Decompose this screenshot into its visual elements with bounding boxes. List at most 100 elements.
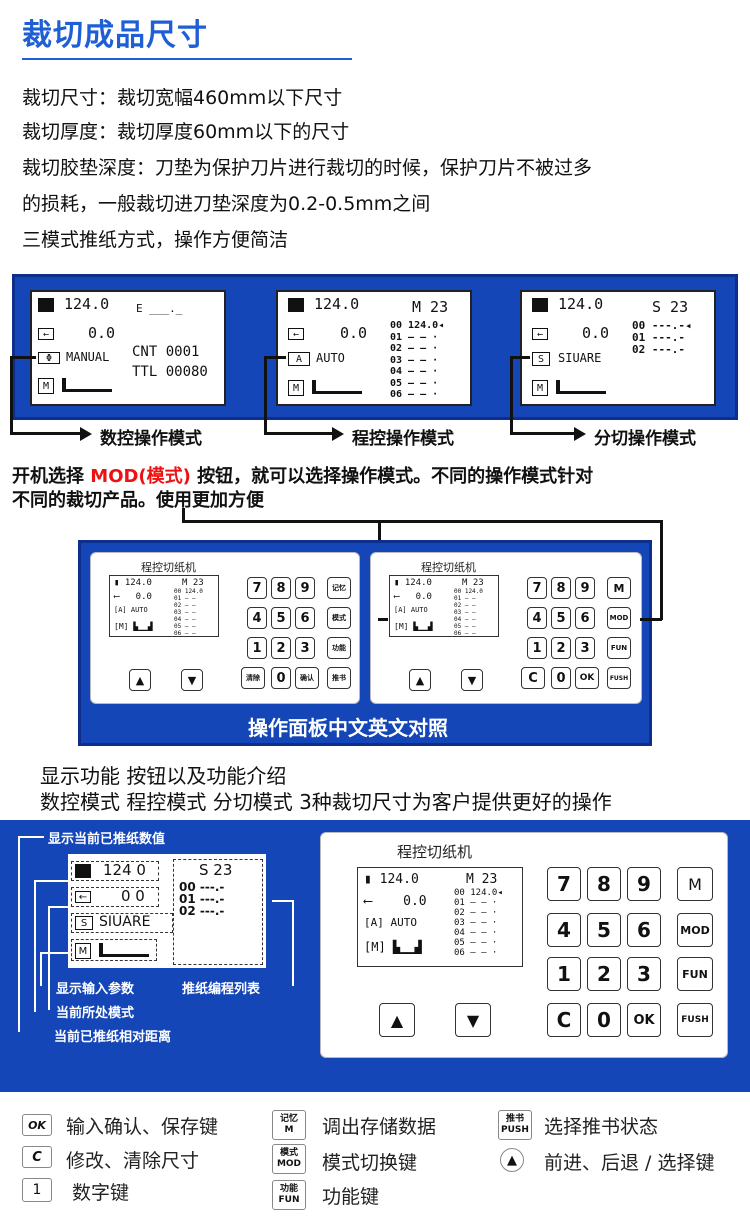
- key-8[interactable]: 8: [587, 867, 621, 901]
- connector: [10, 356, 36, 359]
- page-title: 裁切成品尺寸: [22, 18, 208, 53]
- key-7[interactable]: 7: [547, 867, 581, 901]
- callout-relative-distance: 当前已推纸相对距离: [54, 1030, 172, 1045]
- split-list: 00 ---.-◂ 01 ---.- 02 ---.-: [632, 319, 692, 356]
- key-2[interactable]: 2: [271, 637, 291, 659]
- key-3[interactable]: 3: [295, 637, 315, 659]
- key-4[interactable]: 4: [247, 607, 267, 629]
- key-4[interactable]: 4: [527, 607, 547, 629]
- key-2[interactable]: 2: [587, 957, 621, 991]
- connector: [378, 618, 388, 621]
- legend-arrow-text: 前进、后退 / 选择键: [544, 1152, 715, 1174]
- down-button[interactable]: ▼: [455, 1003, 491, 1037]
- key-0[interactable]: 0: [271, 667, 291, 689]
- key-clear[interactable]: 清除: [241, 667, 265, 689]
- callout-line: [34, 880, 70, 882]
- key-memory[interactable]: 记忆: [327, 577, 351, 599]
- key-mode[interactable]: MOD: [677, 913, 713, 947]
- legend-function-key: 功能 FUN: [272, 1180, 306, 1210]
- key-push[interactable]: 推书: [327, 667, 351, 689]
- mini-screen: ▮ 124.0 M 23 ⟵ 0.0 [A] AUTO [M] ▙▁▁▟ 00 …: [109, 575, 219, 637]
- legend-c-text: 修改、清除尺寸: [66, 1150, 200, 1172]
- key-9[interactable]: 9: [627, 867, 661, 901]
- key-1[interactable]: 1: [547, 957, 581, 991]
- key-8[interactable]: 8: [551, 577, 571, 599]
- callout-line: [272, 900, 294, 902]
- split-mode-icon: S: [532, 352, 550, 366]
- key-4[interactable]: 4: [547, 913, 581, 947]
- key-6[interactable]: 6: [295, 607, 315, 629]
- headline-line1: 开机选择 MOD(模式) 按钮，就可以选择操作模式。不同的操作模式针对: [12, 466, 594, 487]
- key-clear[interactable]: C: [547, 1003, 581, 1037]
- split-mode-icon: S: [75, 916, 93, 930]
- cutter-icon: [62, 378, 112, 392]
- key-5[interactable]: 5: [587, 913, 621, 947]
- key-3[interactable]: 3: [627, 957, 661, 991]
- arrow-head-icon: [332, 427, 344, 441]
- back-arrow-icon: ←: [288, 328, 304, 340]
- key-memory[interactable]: M: [607, 577, 631, 599]
- up-button[interactable]: ▲: [409, 669, 431, 691]
- section-heading-2: 数控模式 程控模式 分切模式 3种裁切尺寸为客户提供更好的操作: [40, 790, 612, 814]
- section-heading-1: 显示功能 按钮以及功能介绍: [40, 764, 287, 788]
- key-function[interactable]: FUN: [677, 957, 713, 991]
- key-confirm[interactable]: OK: [575, 667, 599, 689]
- key-clear[interactable]: C: [521, 667, 545, 689]
- key-3[interactable]: 3: [575, 637, 595, 659]
- down-button[interactable]: ▼: [461, 669, 483, 691]
- key-confirm[interactable]: 确认: [295, 667, 319, 689]
- key-9[interactable]: 9: [575, 577, 595, 599]
- legend-ok-key: OK: [22, 1114, 52, 1136]
- key-1[interactable]: 1: [247, 637, 267, 659]
- manual-mode-icon: Φ: [38, 352, 60, 364]
- panel-english: 程控切纸机 ▮ 124.0 M 23 ⟵ 0.0 [A] AUTO [M] ▙▁…: [370, 552, 642, 704]
- key-mode[interactable]: 模式: [327, 607, 351, 629]
- key-push[interactable]: FUSH: [677, 1003, 713, 1037]
- push-icon: [38, 298, 54, 312]
- legend-digit-key: 1: [22, 1178, 52, 1202]
- legend-mode-key: 模式 MOD: [272, 1144, 306, 1174]
- key-confirm[interactable]: OK: [627, 1003, 661, 1037]
- panel-chinese: 程控切纸机 ▮ 124.0 M 23 ⟵ 0.0 [A] AUTO [M] ▙▁…: [90, 552, 360, 704]
- m-icon: M: [75, 943, 91, 959]
- key-0[interactable]: 0: [587, 1003, 621, 1037]
- key-0[interactable]: 0: [551, 667, 571, 689]
- up-button[interactable]: ▲: [129, 669, 151, 691]
- callout-current-mode: 当前所处模式: [56, 1006, 135, 1021]
- program-number: S 23: [199, 861, 233, 879]
- key-8[interactable]: 8: [271, 577, 291, 599]
- key-2[interactable]: 2: [551, 637, 571, 659]
- spec-modes: 三模式推纸方式，操作方便简洁: [22, 229, 289, 251]
- back-arrow-icon: ←: [38, 328, 54, 340]
- callout-line: [34, 880, 36, 1012]
- mode-text: MANUAL: [66, 350, 110, 364]
- up-button[interactable]: ▲: [379, 1003, 415, 1037]
- arrow-head-icon: [574, 427, 586, 441]
- key-6[interactable]: 6: [627, 913, 661, 947]
- mini-screen: ▮ 124.0 M 23 ⟵ 0.0 [A] AUTO [M] ▙▁▁▟ 00 …: [389, 575, 499, 637]
- screen-program: 124.0 M 23 ← 0.0 A AUTO M 00 124.0◂ 01 —…: [276, 290, 472, 406]
- title-underline: [22, 58, 352, 60]
- key-7[interactable]: 7: [527, 577, 547, 599]
- key-1[interactable]: 1: [527, 637, 547, 659]
- key-mode[interactable]: MOD: [607, 607, 631, 629]
- key-memory[interactable]: M: [677, 867, 713, 901]
- key-5[interactable]: 5: [271, 607, 291, 629]
- key-push[interactable]: FUSH: [607, 667, 631, 689]
- legend-mode-text: 模式切换键: [322, 1152, 418, 1174]
- key-function[interactable]: FUN: [607, 637, 631, 659]
- key-7[interactable]: 7: [247, 577, 267, 599]
- screen: ▮ 124.0 M 23 ⟵ 0.0 [A] AUTO [M] ▙▁▁▟ 00 …: [357, 867, 523, 967]
- callout-line: [40, 952, 68, 954]
- panel-title: 程控切纸机: [397, 843, 473, 861]
- legend-function-text: 功能键: [322, 1186, 380, 1208]
- legend-memory-key: 记忆 M: [272, 1110, 306, 1140]
- connector: [510, 356, 530, 359]
- back-arrow-icon: ←: [75, 891, 91, 903]
- key-5[interactable]: 5: [551, 607, 571, 629]
- down-button[interactable]: ▼: [181, 669, 203, 691]
- key-9[interactable]: 9: [295, 577, 315, 599]
- key-function[interactable]: 功能: [327, 637, 351, 659]
- connector: [264, 356, 267, 434]
- key-6[interactable]: 6: [575, 607, 595, 629]
